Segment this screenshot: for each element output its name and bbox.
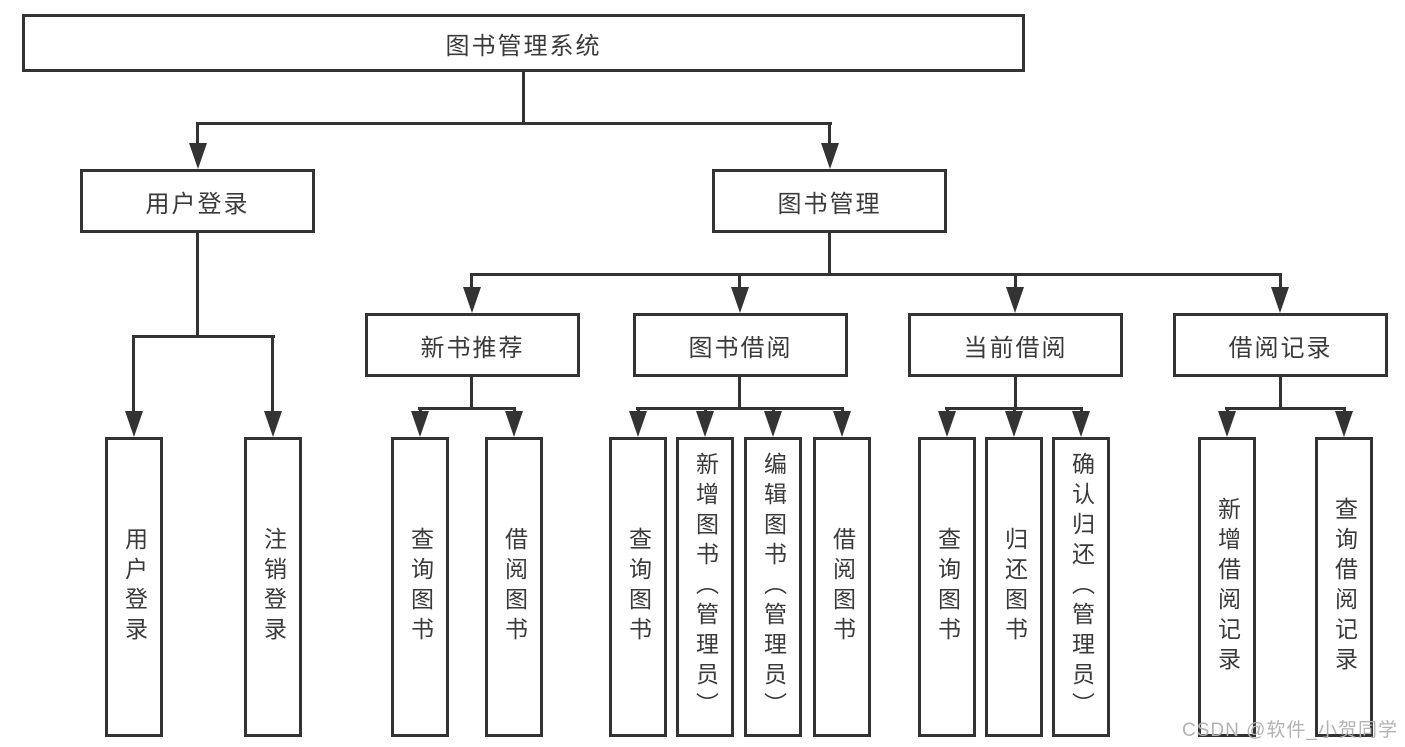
leaf-label: 查询图书 — [934, 527, 961, 647]
line — [196, 122, 832, 125]
line — [738, 273, 741, 289]
csdn-watermark: CSDN @软件_小贺同学 — [1182, 720, 1398, 741]
leaf-label: 确认归还（管理员） — [1068, 452, 1095, 722]
node-current-borrow: 当前借阅 — [908, 313, 1123, 377]
arrowhead — [1072, 411, 1090, 437]
leaf-label: 查询图书 — [407, 527, 434, 647]
line — [1225, 407, 1346, 410]
line — [738, 375, 741, 409]
leaf-query-books: 查询图书 — [609, 437, 667, 737]
line — [636, 407, 844, 410]
line — [1279, 375, 1282, 409]
leaf-borrow-books: 借阅图书 — [813, 437, 871, 737]
arrowhead — [125, 411, 143, 437]
leaf-edit-books-admin: 编辑图书（管理员） — [744, 437, 802, 737]
arrowhead — [731, 287, 749, 313]
leaf-label: 用户登录 — [121, 527, 148, 647]
line — [132, 335, 275, 338]
arrowhead — [1005, 411, 1023, 437]
leaf-add-borrow-record: 新增借阅记录 — [1198, 437, 1256, 737]
leaf-add-books-admin: 新增图书（管理员） — [676, 437, 734, 737]
arrowhead — [938, 411, 956, 437]
leaf-logout: 注销登录 — [244, 437, 302, 737]
leaf-label: 查询图书 — [625, 527, 652, 647]
leaf-label: 新增借阅记录 — [1214, 497, 1241, 677]
line — [418, 407, 516, 410]
arrowhead — [1218, 411, 1236, 437]
leaf-user-login: 用户登录 — [105, 437, 163, 737]
arrowhead — [1335, 411, 1353, 437]
arrowhead — [833, 411, 851, 437]
line — [132, 335, 135, 413]
arrowhead — [1006, 287, 1024, 313]
arrowhead — [463, 287, 481, 313]
line — [196, 231, 199, 337]
node-borrow-record: 借阅记录 — [1173, 313, 1388, 377]
arrowhead — [821, 143, 839, 169]
leaf-label: 归还图书 — [1001, 527, 1028, 647]
line — [1014, 375, 1017, 409]
leaf-query-borrow-record: 查询借阅记录 — [1315, 437, 1373, 737]
leaf-query-books: 查询图书 — [391, 437, 449, 737]
arrowhead — [764, 411, 782, 437]
node-book-borrow: 图书借阅 — [633, 313, 848, 377]
leaf-label: 注销登录 — [260, 527, 287, 647]
arrowhead — [629, 411, 647, 437]
line — [828, 122, 831, 146]
node-root-library-system: 图书管理系统 — [22, 14, 1025, 72]
leaf-borrow-books: 借阅图书 — [485, 437, 543, 737]
leaf-return-books: 归还图书 — [985, 437, 1043, 737]
line — [196, 122, 199, 146]
line — [522, 70, 525, 125]
line — [470, 273, 1282, 276]
leaf-label: 借阅图书 — [829, 527, 856, 647]
line — [1014, 273, 1017, 289]
leaf-label: 查询借阅记录 — [1331, 497, 1358, 677]
arrowhead — [189, 143, 207, 169]
leaf-label: 新增图书（管理员） — [692, 452, 719, 722]
arrowhead — [1271, 287, 1289, 313]
node-user-login: 用户登录 — [80, 169, 315, 233]
arrowhead — [411, 411, 429, 437]
line — [1279, 273, 1282, 289]
leaf-query-books: 查询图书 — [918, 437, 976, 737]
arrowhead — [264, 411, 282, 437]
line — [271, 335, 274, 413]
line — [470, 375, 473, 409]
leaf-label: 借阅图书 — [501, 527, 528, 647]
leaf-label: 编辑图书（管理员） — [760, 452, 787, 722]
line — [828, 231, 831, 275]
leaf-confirm-return-admin: 确认归还（管理员） — [1052, 437, 1110, 737]
line — [470, 273, 473, 289]
arrowhead — [505, 411, 523, 437]
node-new-book-recommend: 新书推荐 — [365, 313, 580, 377]
node-book-management: 图书管理 — [712, 169, 947, 233]
arrowhead — [696, 411, 714, 437]
